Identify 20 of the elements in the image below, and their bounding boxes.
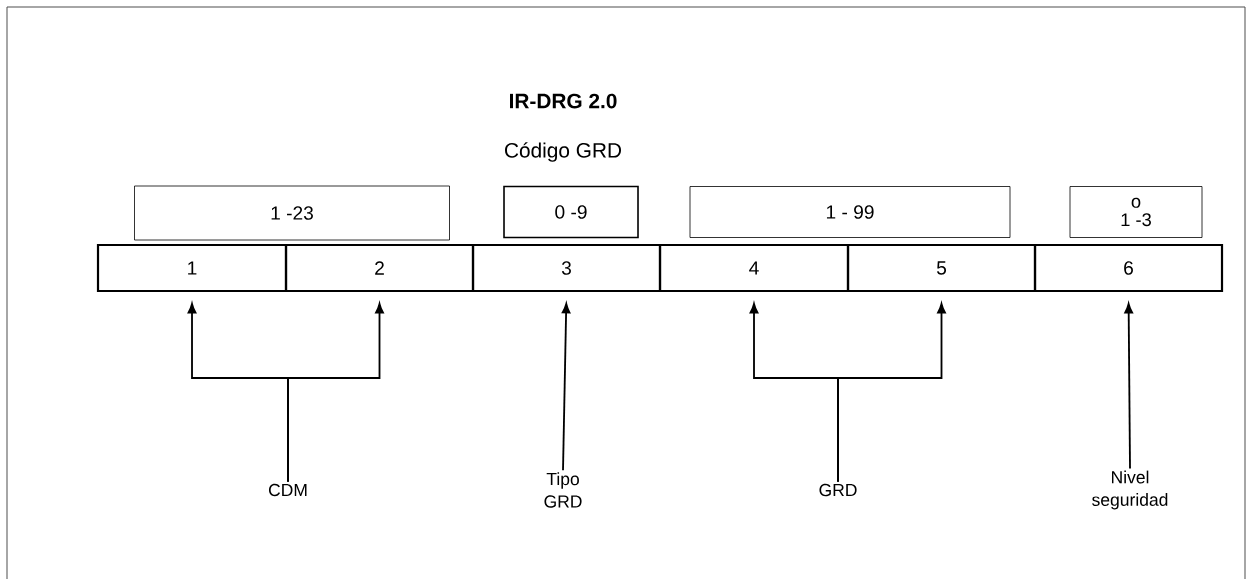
digit-cell: 3 bbox=[471, 243, 662, 293]
digit-cell: 4 bbox=[658, 243, 850, 293]
range-box: 1 -23 bbox=[134, 185, 450, 241]
arrow bbox=[287, 302, 384, 483]
digit-cell: 1 bbox=[96, 243, 288, 293]
digit-cell: 5 bbox=[846, 243, 1037, 293]
arrow bbox=[561, 302, 571, 472]
heading-label: Código GRD bbox=[505, 142, 621, 162]
arrow bbox=[837, 302, 946, 483]
field-label: CDM bbox=[268, 483, 307, 497]
field-label: GRD bbox=[819, 483, 857, 497]
title: IR-DRG 2.0 bbox=[510, 93, 617, 109]
range-box: 1 - 99 bbox=[689, 186, 1011, 238]
range-box: o 1 -3 bbox=[1069, 186, 1203, 238]
arrow bbox=[1124, 302, 1133, 470]
digit-cell: 2 bbox=[284, 243, 475, 293]
field-label: Tipo GRD bbox=[544, 472, 582, 508]
range-box: 0 -9 bbox=[503, 185, 639, 239]
field-label: Nivel seguridad bbox=[1092, 470, 1168, 510]
digit-cell: 6 bbox=[1033, 243, 1224, 293]
